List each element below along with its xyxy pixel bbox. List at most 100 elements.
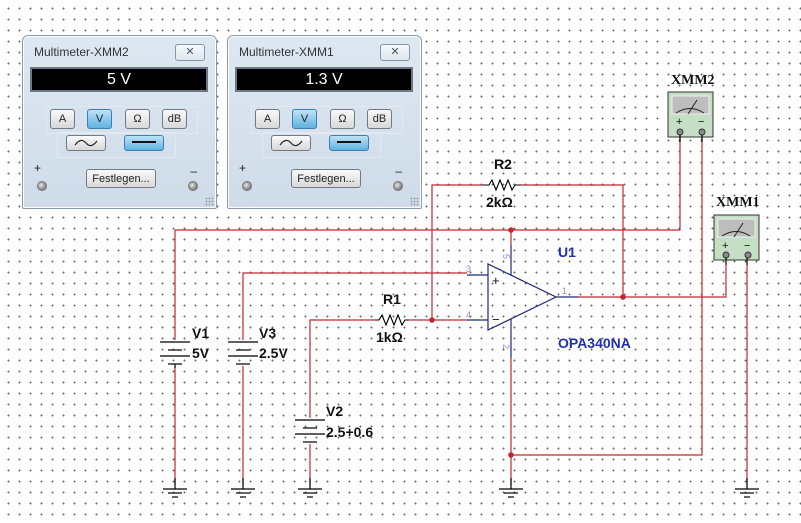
plus-label: + — [34, 161, 42, 175]
minus-terminal[interactable] — [188, 181, 198, 191]
wire-v1-xmm2-plus[interactable] — [174, 135, 681, 340]
close-button[interactable]: ✕ — [380, 44, 410, 61]
ac-button[interactable] — [66, 135, 106, 151]
dc-line-icon — [132, 141, 156, 143]
xmm1-minus-terminal[interactable] — [744, 251, 752, 259]
v2-refdes: V2 — [326, 403, 343, 419]
mode-ampere-button[interactable]: A — [255, 109, 280, 129]
wire-xmm2-minus[interactable] — [511, 135, 703, 456]
reading-display: 1.3 V — [235, 67, 413, 92]
mode-db-button[interactable]: dB — [367, 109, 392, 129]
xmm2-minus-terminal[interactable] — [698, 128, 706, 136]
dc-line-icon — [337, 141, 361, 143]
xmm2-minus: − — [698, 116, 704, 128]
wire-v2-r1[interactable] — [309, 319, 375, 418]
ground-icon — [298, 478, 322, 498]
opamp-u1[interactable]: + − 3 4 1 5 2 U1 OPA340NA — [466, 244, 631, 358]
resistor-r2[interactable]: R2 2kΩ — [483, 156, 521, 210]
opamp-minus-sign: − — [492, 312, 500, 327]
mode-ampere-button[interactable]: A — [50, 109, 75, 129]
junction-gnd — [508, 452, 514, 458]
battery-v3[interactable] — [228, 341, 258, 365]
battery-v2[interactable] — [295, 419, 325, 443]
junction-inn — [429, 317, 435, 323]
plus-terminal[interactable] — [37, 181, 47, 191]
opamp-triangle — [487, 263, 558, 331]
pin-label-1: 1 — [562, 286, 567, 296]
mode-ohm-button[interactable]: Ω — [125, 109, 150, 129]
mode-ohm-button[interactable]: Ω — [330, 109, 355, 129]
ground-icon — [735, 478, 759, 498]
settings-button[interactable]: Festlegen... — [291, 169, 361, 188]
window-title: Multimeter-XMM2 — [34, 45, 129, 59]
xmm2-label: XMM2 — [671, 73, 715, 88]
resistor-r1[interactable]: R1 1kΩ — [375, 291, 409, 345]
mode-volt-button[interactable]: V — [87, 109, 112, 129]
opamp-plus-sign: + — [492, 273, 500, 288]
pin-label-3: 3 — [466, 264, 471, 274]
multimeter-window-xmm1[interactable]: Multimeter-XMM1 ✕ 1.3 V A V Ω dB + Festl… — [227, 35, 422, 209]
v1-value: 5V — [192, 345, 210, 361]
dc-button[interactable] — [124, 135, 164, 151]
pin-label-2: 2 — [501, 344, 511, 349]
multimeter-window-xmm2[interactable]: Multimeter-XMM2 ✕ 5 V A V Ω dB + Festleg… — [22, 35, 217, 209]
junctions — [429, 227, 626, 458]
dc-button[interactable] — [329, 135, 369, 151]
ac-wave-icon — [74, 139, 98, 147]
xmm2-plus: + — [676, 116, 682, 128]
r1-value: 1kΩ — [376, 329, 403, 345]
junction-vcc — [508, 227, 514, 233]
battery-v1[interactable] — [160, 341, 190, 368]
multimeter-xmm2-symbol[interactable]: XMM2 + − — [667, 73, 715, 138]
minus-terminal[interactable] — [393, 181, 403, 191]
waveform-group — [262, 132, 381, 158]
minus-label: – — [395, 164, 402, 178]
pin-label-4: 4 — [466, 310, 471, 320]
ground-icon — [163, 478, 187, 498]
r2-refdes: R2 — [494, 156, 512, 172]
mode-db-button[interactable]: dB — [162, 109, 187, 129]
window-title: Multimeter-XMM1 — [239, 45, 334, 59]
xmm1-plus: + — [722, 240, 728, 252]
plus-label: + — [239, 161, 247, 175]
v1-refdes: V1 — [192, 325, 209, 341]
r2-value: 2kΩ — [486, 194, 513, 210]
multimeter-xmm1-symbol[interactable]: XMM1 + − — [713, 195, 760, 261]
wire-output-xmm1-plus[interactable] — [578, 265, 727, 298]
mode-group — [251, 106, 403, 134]
grounds — [163, 478, 759, 498]
wire-v3-inp[interactable] — [242, 272, 467, 340]
xmm2-plus-terminal[interactable] — [676, 128, 684, 136]
xmm1-label: XMM1 — [716, 195, 760, 210]
opamp-refdes: U1 — [558, 244, 576, 260]
ground-icon — [499, 478, 523, 498]
wire-feedback-right[interactable] — [521, 184, 624, 297]
r1-refdes: R1 — [383, 291, 401, 307]
reading-display: 5 V — [30, 67, 208, 92]
close-icon: ✕ — [185, 46, 195, 58]
ground-icon — [231, 478, 255, 498]
resistor-r1-symbol — [375, 313, 409, 327]
junction-output — [620, 294, 626, 300]
ac-wave-icon — [279, 139, 303, 147]
mode-volt-button[interactable]: V — [292, 109, 317, 129]
needle-icon — [687, 99, 698, 115]
xmm1-plus-terminal[interactable] — [722, 251, 730, 259]
minus-label: – — [190, 164, 197, 178]
close-icon: ✕ — [390, 46, 400, 58]
v3-value: 2.5V — [259, 345, 288, 361]
v3-refdes: V3 — [259, 325, 276, 341]
wire-feedback-left[interactable] — [431, 184, 483, 320]
resize-grip[interactable] — [410, 197, 419, 206]
resistor-r2-symbol — [483, 178, 521, 192]
plus-terminal[interactable] — [242, 181, 252, 191]
ac-button[interactable] — [271, 135, 311, 151]
pin-label-5: 5 — [501, 254, 511, 259]
mode-group — [46, 106, 198, 134]
settings-button[interactable]: Festlegen... — [86, 169, 156, 188]
close-button[interactable]: ✕ — [175, 44, 205, 61]
needle-icon — [733, 222, 744, 238]
resize-grip[interactable] — [205, 197, 214, 206]
xmm1-minus: − — [744, 240, 750, 252]
